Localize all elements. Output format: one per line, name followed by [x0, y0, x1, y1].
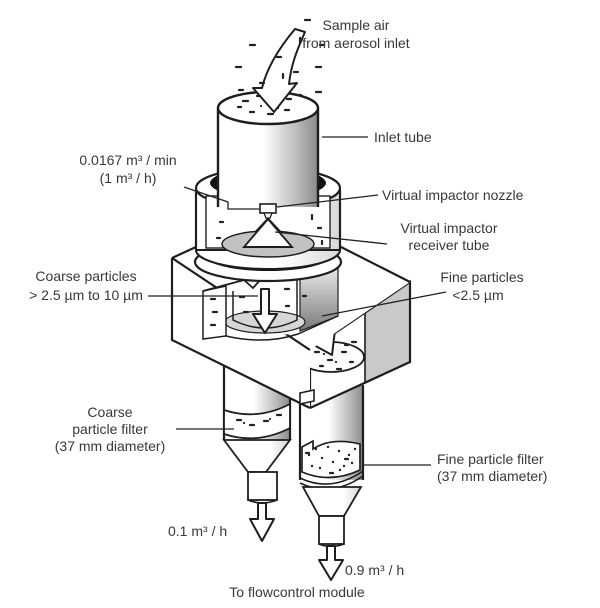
leader-nozzle	[276, 194, 379, 208]
label-flow-in-1: 0.0167 m³ / min	[79, 152, 176, 168]
coarse-filter-particles	[235, 413, 283, 427]
label-coarse-filter-2: particle filter	[72, 421, 148, 437]
sample-air-particles	[234, 18, 326, 97]
fine-filter-rim	[299, 470, 364, 485]
leader-receiver	[274, 231, 388, 245]
fine-filter-particles	[304, 445, 357, 475]
label-fine-filter-2: (37 mm diameter)	[437, 468, 547, 484]
label-inlet-tube: Inlet tube	[374, 129, 432, 145]
impactor-nozzle-shape	[259, 203, 277, 214]
label-coarse-particles-1: Coarse particles	[35, 268, 136, 284]
coarse-outlet-tube	[247, 471, 278, 501]
label-fine-particles-2: <2.5 µm	[452, 287, 503, 303]
fine-outlet-tube	[318, 515, 345, 545]
coarse-filter-band	[223, 402, 291, 440]
coarse-channel-cut	[202, 256, 339, 341]
annotations: Sample air from aerosol inlet Inlet tube…	[29, 17, 547, 600]
label-receiver-1: Virtual impactor	[400, 220, 497, 236]
leader-fine-particles	[321, 291, 447, 317]
label-coarse-filter-1: Coarse	[87, 404, 132, 420]
inlet-tube-shape	[216, 90, 320, 207]
sample-air-inflow	[234, 18, 326, 113]
fine-filter-cutout	[301, 439, 361, 479]
label-sample-air-2: from aerosol inlet	[302, 35, 409, 51]
label-fine-filter-1: Fine particle filter	[437, 451, 544, 467]
coarse-channel-particles	[209, 287, 308, 327]
label-sample-air-1: Sample air	[323, 17, 390, 33]
label-footer: To flowcontrol module	[229, 584, 365, 600]
sample-air-arrow	[252, 28, 306, 113]
label-flow-coarse-out: 0.1 m³ / h	[168, 523, 227, 539]
fine-hole-particles	[313, 343, 355, 371]
block-corner-notch	[299, 389, 315, 405]
label-flow-in-2: (1 m³ / h)	[100, 170, 157, 186]
fine-outlet-flow-arrow	[318, 545, 344, 581]
chamber-particles	[215, 213, 324, 246]
coarse-collector-assembly	[222, 360, 292, 542]
nozzle-spray-lines	[252, 217, 284, 238]
label-fine-particles-1: Fine particles	[440, 269, 523, 285]
label-receiver-2: receiver tube	[409, 237, 490, 253]
label-coarse-particles-2: > 2.5 µm to 10 µm	[29, 287, 143, 303]
label-coarse-filter-3: (37 mm diameter)	[55, 438, 165, 454]
label-nozzle: Virtual impactor nozzle	[382, 187, 524, 203]
label-flow-fine-out: 0.9 m³ / h	[345, 562, 404, 578]
coarse-outlet-flow-arrow	[249, 502, 275, 542]
leader-flow-in	[183, 186, 259, 210]
chamber-internals	[221, 203, 315, 258]
coarse-flow-arrow	[252, 288, 278, 334]
